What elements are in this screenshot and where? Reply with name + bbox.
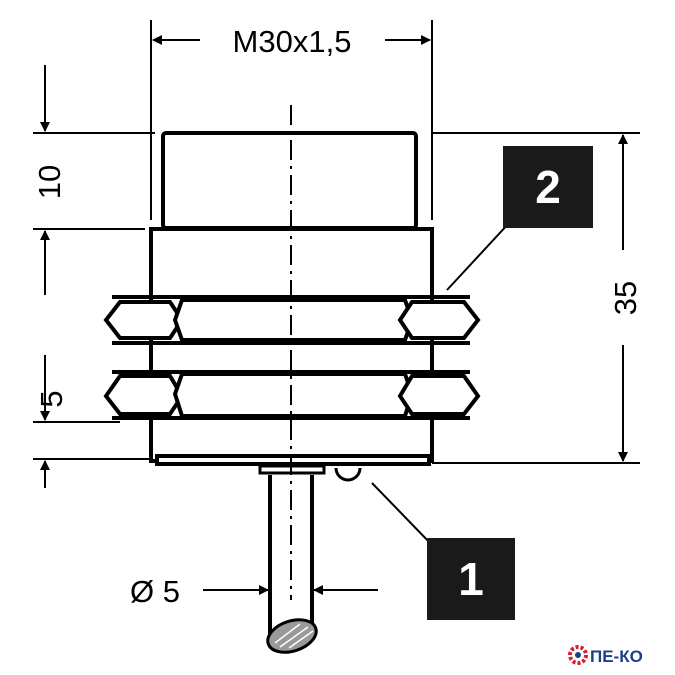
total-length-label: 35 bbox=[608, 281, 643, 315]
led-leader bbox=[371, 482, 433, 546]
cable-diameter-dimension bbox=[203, 560, 378, 610]
bottom-plate bbox=[155, 454, 431, 466]
gear-icon bbox=[568, 645, 588, 665]
upper-nut bbox=[103, 295, 481, 345]
logo-text: ПЕ-КО bbox=[590, 647, 643, 666]
cable bbox=[266, 475, 318, 654]
left-dimensions bbox=[33, 65, 155, 488]
label-active-face: 2 bbox=[535, 161, 561, 213]
thread-dimension bbox=[150, 20, 433, 220]
led-indicator bbox=[334, 467, 362, 482]
active-face-leader bbox=[446, 221, 511, 291]
label-box-led bbox=[427, 538, 515, 620]
cable-diameter-label: Ø 5 bbox=[130, 574, 180, 609]
label-box-active-face bbox=[503, 146, 593, 228]
lower-nut bbox=[103, 370, 481, 420]
label-led: 1 bbox=[458, 553, 484, 605]
sensor-head bbox=[161, 131, 418, 230]
top-length-label: 10 bbox=[32, 165, 67, 199]
thread-size-label: M30x1,5 bbox=[233, 24, 352, 59]
total-length-dimension bbox=[432, 132, 640, 464]
logo: ПЕ-КО bbox=[568, 645, 643, 666]
nut-spacing-label: 5 bbox=[34, 390, 69, 407]
